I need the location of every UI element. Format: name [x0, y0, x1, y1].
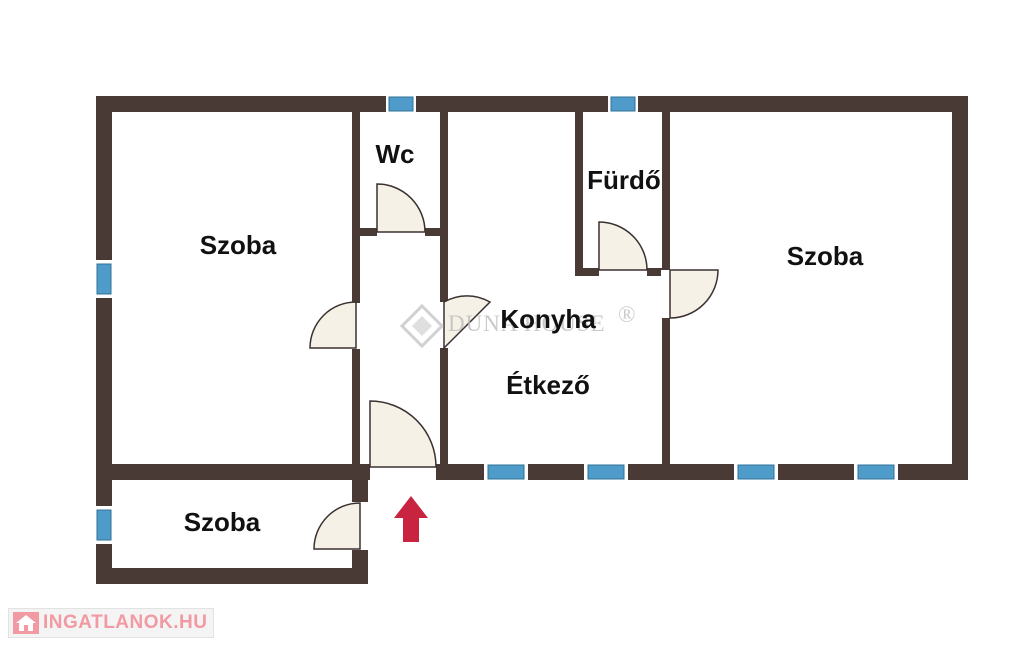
corridor-right-wall: [440, 96, 448, 480]
room-labels: Szoba Wc Fürdő Szoba Konyha Étkező Szoba: [184, 139, 864, 537]
branding-text: INGATLANOK.HU: [43, 612, 208, 633]
house-logo-icon: [13, 612, 39, 634]
door-right-room: [661, 269, 719, 319]
outer-wall-top: [96, 96, 968, 112]
lower-room-bottom-wall: [96, 568, 368, 584]
outer-wall-right: [952, 96, 968, 480]
watermark: DUNA HOUSE ®: [399, 302, 636, 349]
room-label-szoba-right: Szoba: [787, 241, 864, 271]
window-top-bath: [608, 94, 638, 114]
door-entrance: [369, 400, 437, 481]
ingatlanok-logo: INGATLANOK.HU: [8, 608, 215, 638]
door-wc: [376, 183, 426, 237]
entrance-arrow-icon: [394, 496, 428, 542]
watermark-registered: ®: [618, 302, 636, 327]
door-kitchen: [439, 295, 492, 350]
window-bottom-4: [854, 462, 898, 482]
outer-wall-left: [96, 96, 112, 584]
room-label-furdo: Fürdő: [587, 165, 661, 195]
bath-left-wall: [575, 96, 583, 274]
window-top-wc: [386, 94, 416, 114]
door-small-room: [313, 502, 369, 550]
room-label-etkezo: Étkező: [506, 370, 590, 400]
doors: [309, 183, 719, 550]
door-left-room: [309, 301, 361, 349]
watermark-diamond-icon: [399, 303, 445, 349]
door-bathroom: [598, 221, 648, 277]
window-bottom-1: [484, 462, 528, 482]
corridor-left-wall: [352, 96, 360, 480]
window-bottom-2: [584, 462, 628, 482]
room-label-konyha: Konyha: [500, 304, 596, 334]
room-label-szoba-small: Szoba: [184, 507, 261, 537]
window-left-room: [94, 260, 114, 298]
window-left-small-room: [94, 506, 114, 544]
watermark-text: DUNA HOUSE: [448, 311, 606, 336]
window-bottom-3: [734, 462, 778, 482]
windows: [94, 94, 898, 544]
room-label-szoba-left: Szoba: [200, 230, 277, 260]
room-label-wc: Wc: [376, 139, 415, 169]
lower-room-top-wall: [96, 464, 366, 480]
